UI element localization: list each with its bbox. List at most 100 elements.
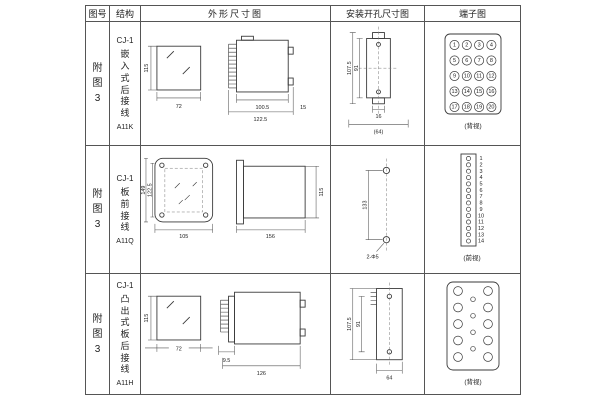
svg-text:7: 7	[479, 194, 482, 200]
svg-text:13: 13	[478, 232, 484, 238]
terminal-body	[444, 33, 502, 114]
mounting-cell-row1: 107.5 91 16 (64)	[331, 22, 425, 146]
col-header-structure: 结构	[110, 6, 141, 22]
svg-text:14: 14	[464, 88, 470, 94]
dim-label-depth2: 126	[257, 371, 266, 377]
mounting-drawing-a11q: 133 2-Φ5	[363, 158, 391, 260]
svg-text:2: 2	[479, 162, 482, 168]
svg-text:12: 12	[488, 73, 494, 79]
svg-text:9: 9	[479, 206, 482, 212]
dim-label-height: 115	[319, 187, 325, 196]
dim-label-width: 72	[176, 103, 182, 109]
type-code-label: A11Q	[116, 237, 134, 245]
col-header-figure-no: 图号	[86, 6, 110, 22]
structure-row3: CJ-1 凸出式板后接线 A11H	[110, 274, 141, 394]
svg-text:5: 5	[453, 57, 456, 63]
structure-row2: CJ-1 板前接线 A11Q	[110, 146, 141, 274]
svg-text:4: 4	[479, 175, 482, 181]
dim-label-v1: 107.5	[347, 61, 353, 75]
wiring-type-label: 凸出式板后接线	[120, 294, 130, 375]
svg-text:16: 16	[488, 88, 494, 94]
centerlines	[358, 26, 399, 114]
model-label: CJ-1	[116, 174, 134, 184]
fin-comb	[228, 43, 237, 88]
drawing-geometry	[156, 291, 306, 345]
dim-label-v1: 107.5	[347, 317, 353, 331]
outline-drawing-a11k: 115 72 100.5 122.5 15	[144, 35, 306, 122]
dimension-lines	[349, 288, 403, 374]
inner-outline	[164, 167, 203, 212]
col-header-outline-dims: 外形尺寸图	[141, 6, 331, 22]
dim-label-tab: 15	[300, 104, 306, 110]
drawing-geometry	[382, 166, 391, 243]
outline-drawing-a11h: 115 72 9.5 126	[144, 291, 306, 377]
detail-marks	[174, 181, 197, 204]
figure-no-row2: 附图3	[86, 146, 110, 274]
svg-text:1: 1	[479, 156, 482, 162]
svg-text:10: 10	[478, 213, 484, 219]
svg-text:10: 10	[464, 73, 470, 79]
outline-drawing-a11q: 149 122.5 105 156 115	[141, 157, 325, 239]
mounting-drawing-a11k: 107.5 91 16 (64)	[347, 26, 409, 135]
terminal-strip-body	[460, 153, 477, 246]
fin-comb	[220, 299, 229, 333]
dim-label-depth2: 122.5	[254, 116, 268, 122]
svg-text:8: 8	[479, 200, 482, 206]
svg-text:6: 6	[479, 187, 482, 193]
svg-text:3: 3	[478, 42, 481, 48]
drawing-geometry	[156, 35, 294, 92]
dim-label-width: 105	[179, 233, 188, 239]
svg-text:11: 11	[476, 73, 482, 79]
svg-text:13: 13	[451, 88, 457, 94]
terminal-view-caption: (背视)	[464, 121, 481, 130]
drawing-geometry	[154, 157, 306, 224]
outline-cell-row1: 115 72 100.5 122.5 15	[141, 22, 331, 146]
dim-label-h2: (64)	[374, 129, 384, 135]
svg-text:20: 20	[488, 104, 494, 110]
col-header-terminal-diagram: 端子图	[425, 6, 520, 22]
model-label: CJ-1	[116, 36, 134, 46]
terminal-drawing-a11h: (背视)	[446, 281, 500, 386]
figure-no-row3: 附图3	[86, 274, 110, 394]
mounting-drawing-a11h: 107.5 91 64	[347, 282, 403, 382]
mounting-cell-row3: 107.5 91 64	[331, 274, 425, 394]
terminal-view-caption: (前视)	[463, 253, 480, 262]
svg-text:15: 15	[476, 88, 482, 94]
svg-text:4: 4	[490, 42, 493, 48]
type-code-label: A11K	[116, 123, 134, 131]
svg-text:6: 6	[465, 57, 468, 63]
svg-text:17: 17	[451, 104, 457, 110]
spec-table: 图号 结构 外形尺寸图 安装开孔尺寸图 端子图 附图3 CJ-1 嵌入式后接线 …	[85, 5, 521, 395]
dim-label-height: 115	[144, 63, 150, 72]
dim-label-h1: 16	[375, 114, 381, 120]
fin-comb	[370, 292, 377, 305]
dim-label-height: 115	[144, 314, 150, 323]
svg-text:7: 7	[478, 57, 481, 63]
hole-spec-label: 2-Φ5	[366, 254, 378, 260]
dim-label-depth: 156	[266, 233, 275, 239]
structure-row1: CJ-1 嵌入式后接线 A11K	[110, 22, 141, 146]
dim-label-depth1: 9.5	[223, 358, 231, 364]
outline-cell-row2: 149 122.5 105 156 115	[141, 146, 331, 274]
dim-label-v1: 149	[141, 185, 147, 194]
svg-text:5: 5	[479, 181, 482, 187]
figure-no-label: 附图3	[92, 63, 103, 104]
type-code-label: A11H	[116, 379, 134, 387]
terminal-view-caption: (背视)	[464, 377, 481, 386]
figure-no-label: 附图3	[92, 189, 103, 230]
svg-text:1: 1	[453, 42, 456, 48]
terminal-cell-row3: (背视)	[425, 274, 520, 394]
dimension-lines	[144, 295, 301, 369]
dimension-lines	[147, 45, 294, 115]
svg-text:12: 12	[478, 225, 484, 231]
svg-text:14: 14	[478, 238, 484, 244]
dimension-lines	[365, 169, 385, 252]
dim-label-h1: 64	[386, 376, 392, 382]
figure-no-row1: 附图3	[86, 22, 110, 146]
